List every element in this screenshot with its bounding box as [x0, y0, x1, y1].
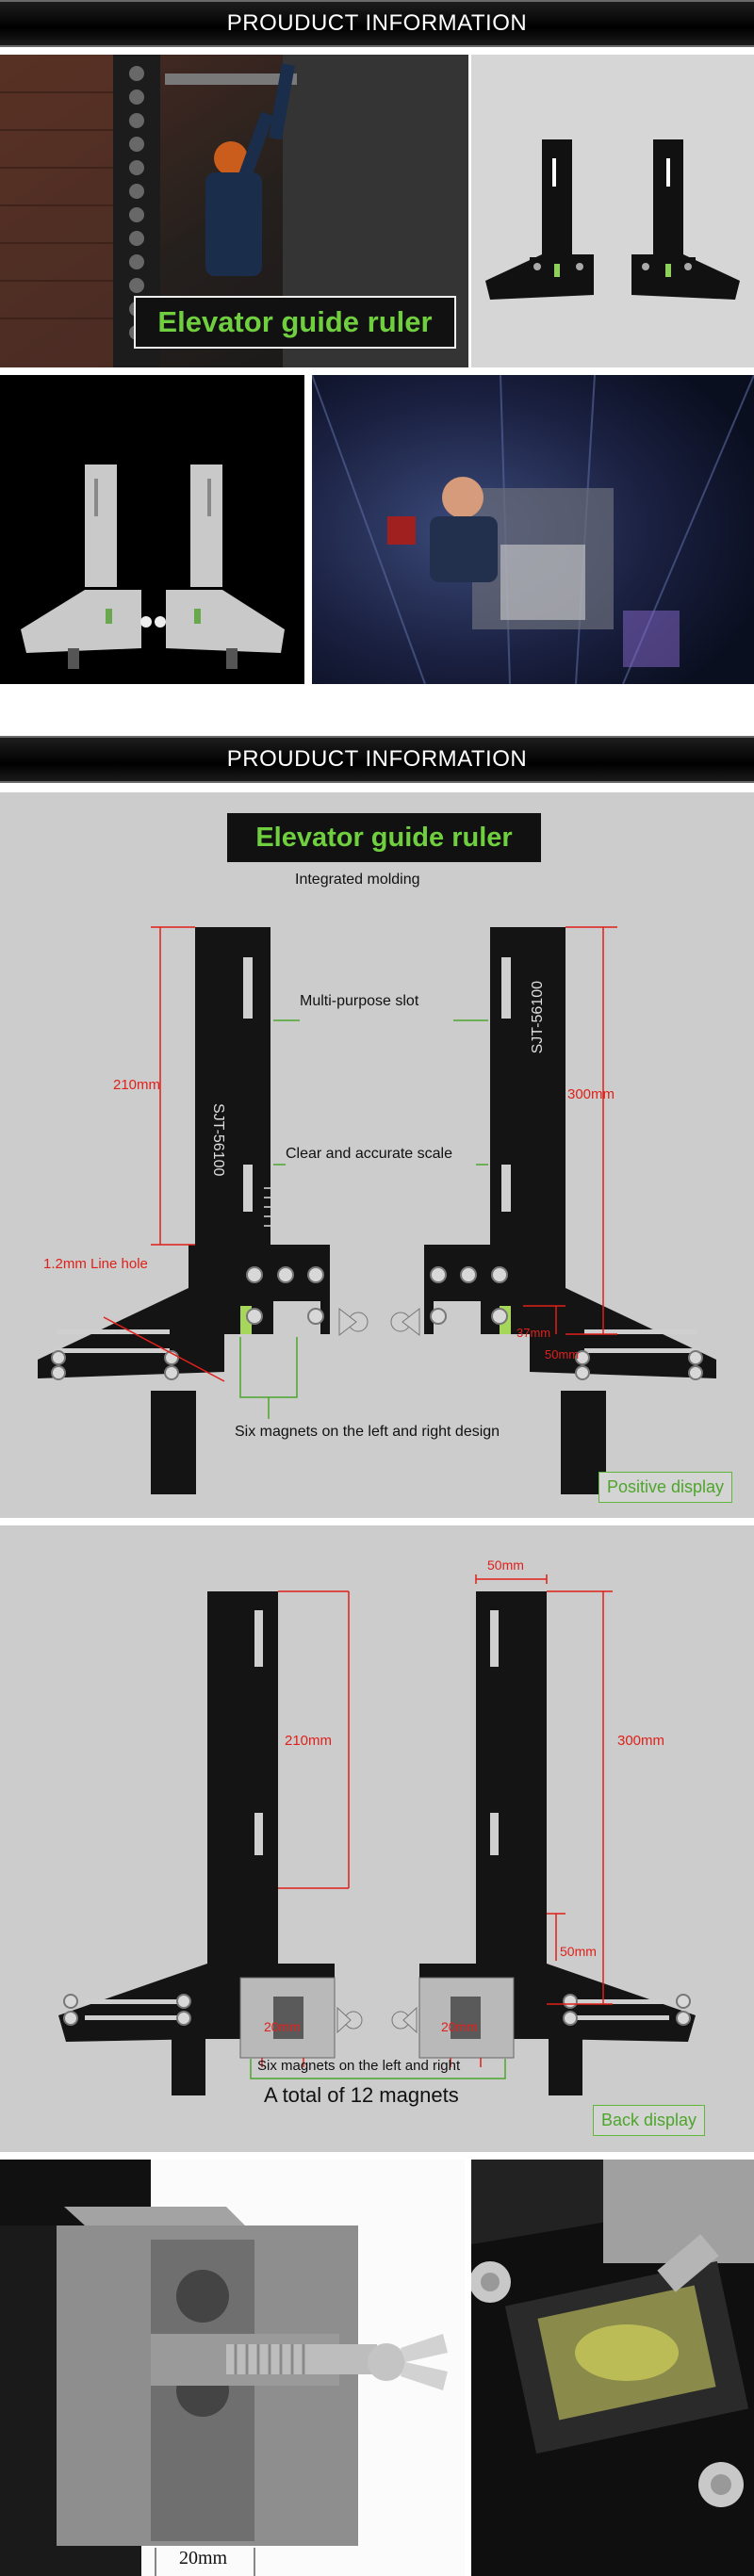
positive-display-badge: Positive display	[598, 1472, 733, 1503]
front-panel-title: Elevator guide ruler	[227, 813, 541, 862]
left-ruler-text: SJT-56100	[210, 1103, 226, 1176]
elevator-shaft-photo	[312, 375, 754, 684]
back-ruler-diagram	[58, 1574, 696, 2095]
back-dim-300mm: 300mm	[617, 1733, 665, 1749]
label-accurate-scale: Clear and accurate scale	[286, 1146, 452, 1162]
label-line-hole: 1.2mm Line hole	[43, 1256, 148, 1272]
back-dim-20mm-right: 20mm	[441, 2019, 478, 2034]
back-label-six-magnets: Six magnets on the left and right	[257, 2058, 461, 2074]
right-ruler-text: SJT-56100	[530, 981, 546, 1053]
steel-ruler-photo	[0, 375, 304, 684]
back-display-badge: Back display	[593, 2105, 706, 2136]
positive-display-text: Positive display	[607, 1477, 725, 1496]
front-panel-subtitle: Integrated molding	[295, 872, 420, 888]
front-ruler-diagram: SJT-56100	[38, 926, 716, 1494]
back-dim-50mm-side: 50mm	[560, 1944, 597, 1959]
label-six-magnets: Six magnets on the left and right design	[235, 1424, 500, 1440]
back-display-text: Back display	[601, 2111, 697, 2129]
middle-banner: PROUDUCT INFORMATION	[0, 736, 754, 783]
back-dim-210mm: 210mm	[285, 1733, 333, 1749]
front-panel-title-text: Elevator guide ruler	[255, 822, 513, 853]
back-label-total-magnets: A total of 12 magnets	[264, 2083, 459, 2107]
clamp-detail-photo: 20mm	[0, 2160, 465, 2576]
banner-title: PROUDUCT INFORMATION	[226, 10, 528, 36]
label-multipurpose-slot: Multi-purpose slot	[300, 993, 419, 1009]
gallery-caption: Elevator guide ruler	[134, 296, 456, 349]
detail-dim-20mm: 20mm	[179, 2548, 228, 2568]
banner-title: PROUDUCT INFORMATION	[226, 746, 528, 772]
back-dim-50mm-top: 50mm	[487, 1557, 524, 1573]
dim-37mm: 37mm	[516, 1326, 551, 1340]
dim-300mm-right: 300mm	[567, 1086, 615, 1102]
dim-50mm: 50mm	[545, 1347, 580, 1361]
front-display-panel: Elevator guide ruler Integrated molding …	[0, 792, 754, 1518]
top-banner: PROUDUCT INFORMATION	[0, 0, 754, 47]
back-display-panel: 210mm 300mm 50mm 50mm 20mm 20mm Six magn…	[0, 1525, 754, 2152]
level-vial-detail-photo	[471, 2160, 754, 2576]
back-dim-20mm-left: 20mm	[264, 2019, 301, 2034]
dim-210mm-left: 210mm	[113, 1077, 161, 1093]
elevator-worker-photo: Elevator guide ruler	[0, 55, 468, 367]
ruler-pair-photo	[471, 55, 754, 367]
gallery-caption-text: Elevator guide ruler	[157, 305, 433, 338]
